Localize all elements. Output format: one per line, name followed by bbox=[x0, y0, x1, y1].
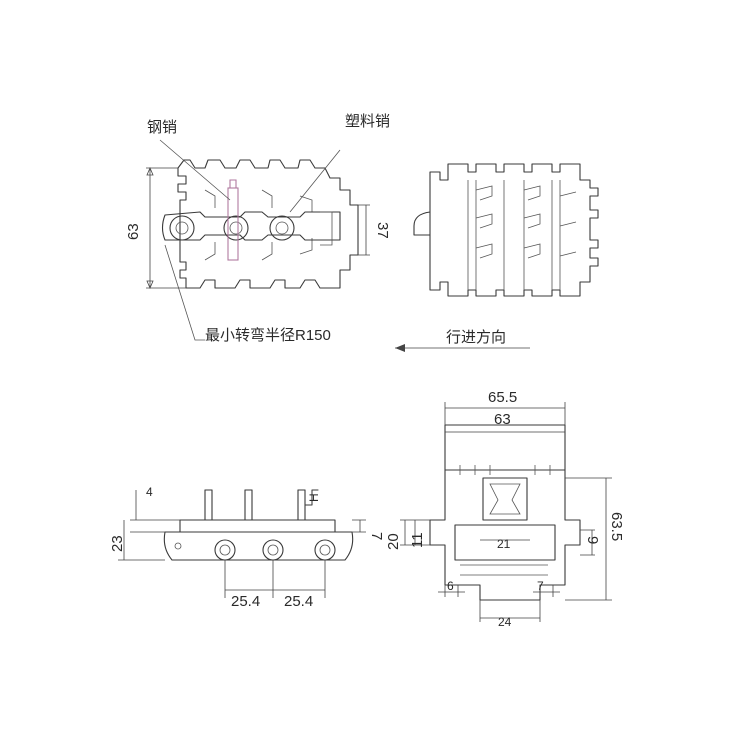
dim-7-front-text: 7 bbox=[368, 532, 385, 540]
min-radius-label: 最小转弯半径R150 bbox=[205, 327, 331, 344]
dim-23-text: 23 bbox=[109, 535, 126, 552]
front-view-tooth-tops bbox=[204, 489, 319, 506]
steel-pin-shape bbox=[227, 187, 239, 261]
front-pitch-dims bbox=[224, 560, 326, 598]
direction-label: 行进方向 bbox=[446, 329, 506, 346]
dim-H-text: H bbox=[307, 493, 321, 502]
front-pin-1 bbox=[214, 539, 236, 561]
dim-6-text: 6 bbox=[447, 579, 454, 593]
front-right-dims bbox=[311, 490, 366, 533]
steel-pin-head bbox=[229, 179, 237, 188]
front-view-chain bbox=[118, 489, 366, 598]
front-pin-2 bbox=[262, 539, 284, 561]
end-view-center-box bbox=[482, 477, 528, 521]
front-pin-3 bbox=[314, 539, 336, 561]
dim-37-text: 37 bbox=[374, 222, 391, 239]
end-dim-63-5 bbox=[565, 477, 612, 601]
dim-7-end-text: 7 bbox=[537, 579, 544, 593]
front-view-base bbox=[163, 531, 354, 561]
plastic-pin-label: 塑料销 bbox=[345, 113, 390, 130]
end-dim-left bbox=[400, 519, 430, 546]
dim-24-text: 24 bbox=[498, 615, 512, 629]
plastic-pin-leader bbox=[289, 149, 341, 213]
front-view-top bbox=[179, 519, 336, 533]
front-pin-1-hole bbox=[219, 544, 231, 556]
side-view-outline bbox=[429, 163, 599, 297]
end-dim-7 bbox=[533, 585, 560, 597]
top-view-links bbox=[161, 211, 341, 241]
top-view-outline bbox=[177, 159, 359, 289]
dim-63-top-text: 63 bbox=[125, 223, 142, 240]
top-view-barrel-3 bbox=[269, 215, 295, 241]
dim-37-line bbox=[358, 204, 370, 256]
top-view-barrel-hole-1 bbox=[175, 221, 189, 235]
front-left-dims bbox=[118, 490, 180, 561]
direction-arrow-icon bbox=[395, 344, 405, 352]
front-pin-2-hole bbox=[267, 544, 279, 556]
dim-63-line bbox=[146, 167, 186, 289]
front-pin-3-hole bbox=[319, 544, 331, 556]
top-view-barrel-1 bbox=[169, 215, 195, 241]
dim-4-text: 4 bbox=[146, 485, 153, 499]
front-small-hole bbox=[174, 542, 182, 550]
end-dim-9 bbox=[580, 529, 595, 556]
end-view-lower-lines bbox=[460, 564, 548, 576]
dim-63-arrows bbox=[146, 166, 154, 290]
front-view-teeth bbox=[204, 489, 306, 521]
end-dim-24 bbox=[479, 600, 541, 622]
dim-63-end-text: 63 bbox=[494, 411, 511, 428]
top-view-barrel-hole-2 bbox=[229, 221, 243, 235]
dim-21-text: 21 bbox=[497, 537, 511, 551]
end-view-mid-block bbox=[454, 524, 556, 561]
end-view-center-detail bbox=[489, 483, 521, 515]
end-view-chain bbox=[400, 402, 612, 622]
side-view-teeth bbox=[475, 185, 577, 259]
steel-pin-leader bbox=[159, 139, 231, 201]
top-view-chain bbox=[146, 139, 370, 341]
top-view-inner-tooth bbox=[204, 189, 313, 261]
top-view-barrel-hole-3 bbox=[275, 221, 289, 235]
end-view-top-ribs bbox=[459, 465, 551, 475]
dim-pitch-b-text: 25.4 bbox=[284, 593, 313, 610]
dim-9-text: 9 bbox=[584, 536, 601, 544]
side-view-chain bbox=[413, 163, 599, 297]
top-view-barrel-2 bbox=[223, 215, 249, 241]
dim-63-5-text: 63.5 bbox=[608, 512, 625, 541]
side-view-end-hook bbox=[413, 211, 431, 236]
dim-65-5-text: 65.5 bbox=[488, 389, 517, 406]
side-view-plates bbox=[467, 180, 561, 290]
end-dim-6 bbox=[438, 585, 465, 597]
dim-20-text: 20 bbox=[385, 533, 402, 550]
min-radius-leader bbox=[164, 244, 205, 341]
end-dim-top bbox=[444, 402, 566, 433]
end-view-body bbox=[429, 469, 581, 601]
dim-11-text: 11 bbox=[409, 532, 426, 548]
steel-pin-label: 钢销 bbox=[147, 119, 177, 136]
top-view-clip bbox=[320, 211, 333, 246]
dim-pitch-a-text: 25.4 bbox=[231, 593, 260, 610]
